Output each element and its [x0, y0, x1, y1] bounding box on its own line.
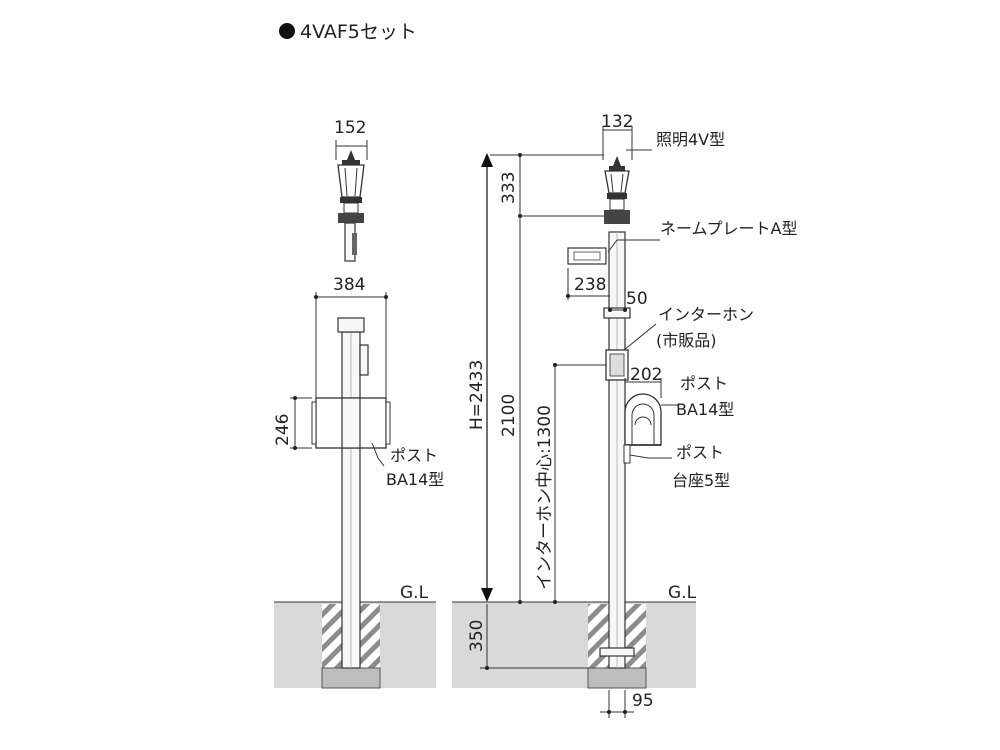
right-base-plate [599, 647, 635, 657]
right-view: G.L 132 照明4V型 ネームプレートA型 [452, 112, 798, 718]
title-bullet-icon [279, 23, 295, 39]
left-post-label-2: BA14型 [386, 470, 444, 489]
left-view: G.L 152 384 [273, 118, 444, 689]
right-dim-95: 95 [632, 691, 654, 711]
right-dim-intercom-center: インターホン中心:1300 [535, 405, 555, 590]
right-dim-H: H=2433 [467, 360, 487, 430]
left-foundation-base [321, 667, 381, 689]
right-post-label-2: BA14型 [676, 400, 734, 419]
left-intercom-side [359, 344, 369, 376]
right-pole-joint [603, 307, 631, 319]
right-dim-top: 132 [601, 112, 633, 132]
right-dim-nameplate: 238 [574, 275, 606, 295]
title: 4VAF5セット [300, 21, 417, 43]
left-dim-width: 384 [333, 275, 365, 295]
right-lamp [604, 156, 630, 224]
left-pole-cap [337, 317, 365, 333]
left-lamp [337, 150, 365, 262]
right-foundation-base [587, 667, 647, 689]
right-intercom-label-1: インターホン [658, 305, 754, 324]
left-dim-post-height: 246 [273, 414, 293, 446]
right-dim-202: 202 [630, 365, 662, 385]
right-nameplate-label: ネームプレートA型 [660, 219, 798, 238]
right-dim-50: 50 [626, 289, 648, 309]
right-stand-label-1: ポスト [676, 443, 724, 462]
right-dim-light: 333 [499, 172, 519, 204]
right-post-label-1: ポスト [680, 374, 728, 393]
right-intercom-label-2: (市販品) [656, 331, 717, 350]
right-gl-label: G.L [668, 583, 697, 603]
right-dim-depth: 350 [467, 620, 487, 652]
right-stand-label-2: 台座5型 [672, 471, 730, 490]
left-gl-label: G.L [400, 583, 429, 603]
right-light-label: 照明4V型 [656, 130, 725, 149]
right-ground [452, 602, 696, 688]
right-dim-2100: 2100 [499, 394, 519, 437]
left-post-label-1: ポスト [390, 446, 438, 465]
left-dim-top: 152 [334, 118, 366, 138]
